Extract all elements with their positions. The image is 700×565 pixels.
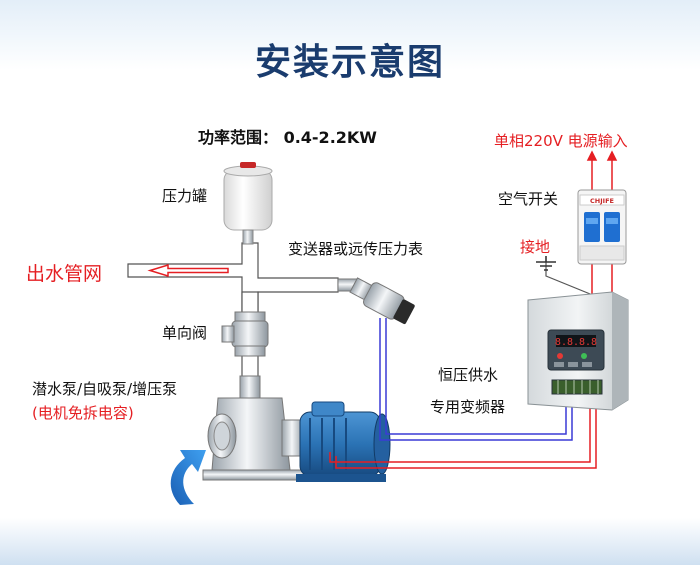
pump: [202, 375, 305, 481]
mains-wire: [586, 150, 618, 296]
bottom-band: [0, 518, 700, 565]
pump-note: (电机免拆电容): [32, 404, 134, 422]
transmitter-label: 变送器或远传压力表: [288, 240, 424, 258]
breaker-brand: CHJIFE: [590, 197, 614, 205]
outlet-arrow: [147, 263, 229, 278]
power-range: 功率范围： 0.4-2.2KW: [198, 128, 377, 147]
pressure-tank-label: 压力罐: [162, 187, 208, 205]
inverter: 8.8.8.8: [527, 291, 629, 411]
signal-wire: [379, 318, 573, 441]
inverter-label-1: 恒压供水: [438, 366, 499, 384]
check-valve-label: 单向阀: [162, 324, 208, 342]
pump-label: 潜水泵/自吸泵/增压泵: [32, 380, 178, 398]
page-title: 安装示意图: [254, 42, 445, 83]
air-switch: [577, 189, 627, 265]
top-band: [0, 0, 700, 70]
outlet-label: 出水管网: [26, 263, 103, 285]
power-input-label: 单相220V 电源输入: [494, 132, 628, 150]
svg-text:8.8.8.8: 8.8.8.8: [555, 337, 597, 348]
ground-icon: [536, 256, 556, 271]
air-switch-label: 空气开关: [498, 190, 559, 208]
pipe-network: [127, 242, 339, 313]
flow-arrow-icon: [170, 450, 206, 505]
motor-power-wire: [329, 405, 597, 469]
pressure-tank: [223, 162, 273, 245]
inverter-label-2: 专用变频器: [430, 398, 506, 416]
motor: [296, 401, 391, 482]
pressure-transmitter: [337, 277, 415, 325]
ground-label: 接地: [520, 238, 551, 256]
check-valve: [221, 311, 269, 357]
